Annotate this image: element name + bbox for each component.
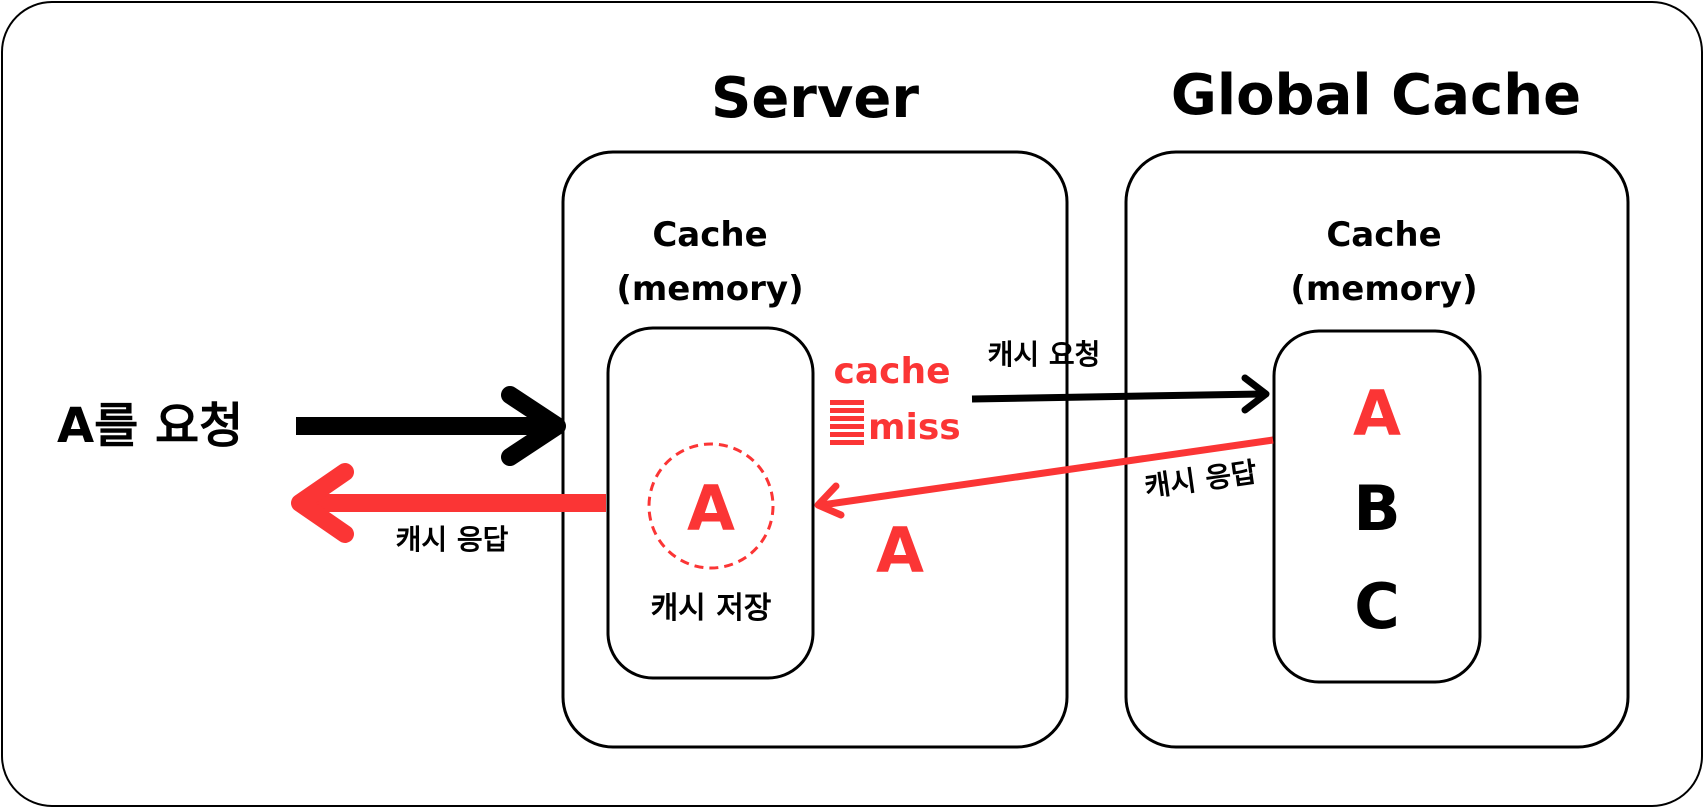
global-item-a: A xyxy=(1353,377,1401,450)
request-label: A를 요청 xyxy=(57,398,243,454)
global-cache-sublabel: (memory) xyxy=(1290,269,1477,309)
server-cache-sublabel: (memory) xyxy=(616,269,803,309)
global-cache-box xyxy=(1124,150,1630,749)
cache-request-label: 캐시 요청 xyxy=(988,338,1101,371)
global-item-b: B xyxy=(1353,472,1400,545)
server-title: Server xyxy=(711,66,919,131)
global-item-c: C xyxy=(1354,570,1400,643)
cache-response-arrow-line xyxy=(821,436,1274,509)
lines-icon xyxy=(830,400,864,445)
cache-miss-line1: cache xyxy=(833,351,950,392)
cache-response-arrow-head xyxy=(814,482,845,519)
global-cache-title: Global Cache xyxy=(1171,63,1581,128)
response-payload: A xyxy=(876,514,924,587)
server-memory-box xyxy=(606,326,815,680)
client-response-label: 캐시 응답 xyxy=(396,523,509,556)
response-arrow-head xyxy=(291,463,354,543)
store-label: 캐시 저장 xyxy=(651,591,772,626)
stored-item: A xyxy=(687,472,735,545)
cache-request-arrow-head xyxy=(1241,374,1270,414)
cache-miss-line2: miss xyxy=(868,407,961,448)
cache-request-arrow-line xyxy=(971,390,1263,403)
stored-item-circle xyxy=(647,442,775,570)
global-memory-box xyxy=(1272,329,1482,684)
server-cache-label: Cache xyxy=(652,215,767,255)
request-arrow-head xyxy=(501,386,566,466)
server-box xyxy=(561,150,1069,749)
global-cache-label: Cache xyxy=(1326,215,1441,255)
